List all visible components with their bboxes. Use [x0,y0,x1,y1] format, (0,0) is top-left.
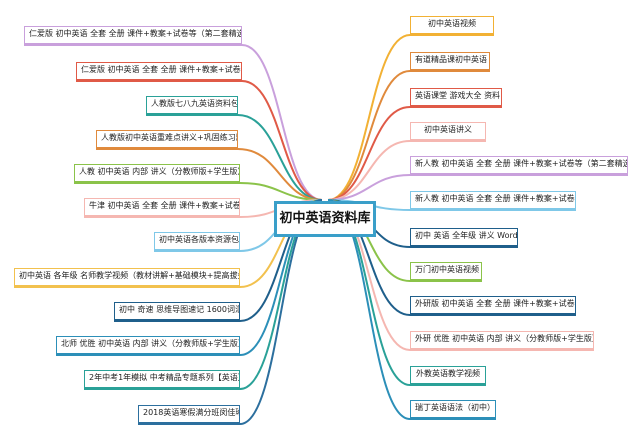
right-branch-topic[interactable]: 外研 优胜 初中英语 内部 讲义（分教师版+学生版） [410,331,594,351]
right-branch-topic[interactable]: 新人教 初中英语 全套 全册 课件+教案+试卷等 [410,191,576,211]
left-branch-topic[interactable]: 2年中考1年模拟 中考精品专题系列【英语】 [84,370,240,390]
branch-line-left [237,148,323,201]
left-branch-topic[interactable]: 仁爱版 初中英语 全套 全册 课件+教案+试卷等 [76,62,242,82]
branch-line-left [237,114,323,201]
left-branch-topic[interactable]: 初中 奇速 思维导图速记 1600词汇 [114,302,240,322]
left-branch-topic[interactable]: 初中英语各版本资源包 [154,232,240,252]
left-branch-topic[interactable]: 2018英语寒假满分班闵佳琳 [138,405,240,425]
left-branch-topic[interactable]: 人教 初中英语 内部 讲义（分教师版+学生版） [74,164,240,184]
left-branch-topic[interactable]: 牛津 初中英语 全套 全册 课件+教案+试卷等 [84,198,240,218]
left-branch-topic[interactable]: 人教版初中英语重难点讲义+巩固练习题 [96,130,238,150]
left-branch-topic[interactable]: 初中英语 各年级 名师教学视频（教材讲解+基础模块+提高拔尖） [14,268,240,288]
right-branch-topic[interactable]: 瑞丁英语语法（初中） [410,400,496,420]
right-branch-topic[interactable]: 初中英语视频 [410,16,494,36]
right-branch-topic[interactable]: 外教英语教学视频 [410,366,486,386]
branch-line-right [327,70,411,201]
branch-line-left [241,44,323,201]
left-branch-topic[interactable]: 仁爱版 初中英语 全套 全册 课件+教案+试卷等（第二套精选） [24,26,242,46]
branch-line-right [327,34,411,201]
right-branch-topic[interactable]: 初中 英语 全年级 讲义 Word [410,228,518,248]
branch-line-right [327,106,411,201]
right-branch-topic[interactable]: 新人教 初中英语 全套 全册 课件+教案+试卷等（第二套精选） [410,156,628,176]
left-branch-topic[interactable]: 人教版七八九英语资料包 [146,96,238,116]
branch-line-left [241,80,323,201]
right-branch-topic[interactable]: 外研版 初中英语 全套 全册 课件+教案+试卷等 [410,296,576,316]
left-branch-topic[interactable]: 北师 优胜 初中英语 内部 讲义（分教师版+学生版） [56,336,240,356]
branch-line-right [327,140,411,201]
right-branch-topic[interactable]: 有道精品课初中英语 [410,52,490,72]
central-topic[interactable]: 初中英语资料库 [274,201,376,237]
branch-line-right [327,174,411,201]
right-branch-topic[interactable]: 万门初中英语视频 [410,262,482,282]
right-branch-topic[interactable]: 初中英语讲义 [410,122,486,142]
right-branch-topic[interactable]: 英语课堂 游戏大全 资料 [410,88,502,108]
